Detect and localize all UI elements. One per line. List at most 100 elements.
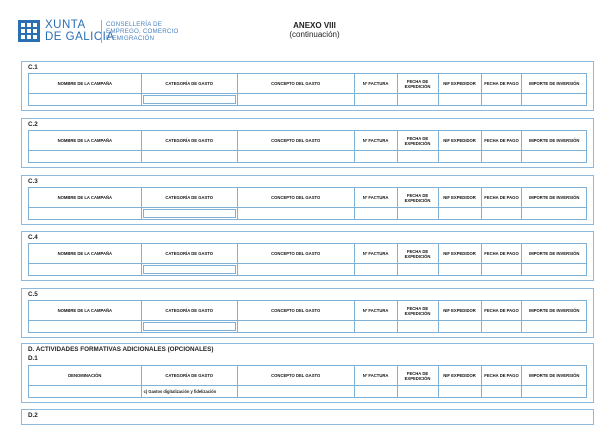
expense-table: NOMBRE DE LA CAMPAÑA CATEGORÍA DE GASTO … — [28, 300, 587, 333]
invoice-number-field[interactable] — [353, 320, 398, 333]
col-issuer-nif: NIF EXPEDIDOR — [437, 365, 482, 386]
section-d1-label: D.1 — [28, 355, 38, 362]
table-row — [28, 93, 587, 106]
expense-table: NOMBRE DE LA CAMPAÑA CATEGORÍA DE GASTO … — [28, 187, 587, 220]
col-campaign-name: NOMBRE DE LA CAMPAÑA — [28, 243, 142, 264]
expense-concept-field[interactable] — [236, 263, 355, 276]
payment-date-field[interactable] — [480, 150, 523, 163]
table-row — [28, 263, 587, 276]
expense-concept-field[interactable] — [236, 207, 355, 220]
table-header-row: NOMBRE DE LA CAMPAÑA CATEGORÍA DE GASTO … — [28, 187, 587, 208]
invoice-number-field[interactable] — [353, 385, 398, 398]
table-header-row: NOMBRE DE LA CAMPAÑA CATEGORÍA DE GASTO … — [28, 73, 587, 94]
issue-date-field[interactable] — [396, 93, 439, 106]
campaign-name-field[interactable] — [28, 263, 142, 276]
col-payment-date: FECHA DE PAGO — [480, 187, 523, 208]
col-investment-amount: IMPORTE DE INVERSIÓN — [521, 243, 587, 264]
issue-date-field[interactable] — [396, 385, 439, 398]
col-issuer-nif: NIF EXPEDIDOR — [437, 130, 482, 151]
expense-category-field[interactable] — [140, 263, 238, 276]
col-payment-date: FECHA DE PAGO — [480, 73, 523, 94]
col-issue-date: FECHA DE EXPEDICIÓN — [396, 365, 439, 386]
brand-line-1: XUNTA — [45, 19, 86, 31]
col-issue-date: FECHA DE EXPEDICIÓN — [396, 243, 439, 264]
section-d2-label: D.2 — [28, 412, 38, 419]
col-payment-date: FECHA DE PAGO — [480, 130, 523, 151]
expense-category-field[interactable] — [140, 207, 238, 220]
payment-date-field[interactable] — [480, 263, 523, 276]
invoice-number-field[interactable] — [353, 150, 398, 163]
issuer-nif-field[interactable] — [437, 207, 482, 220]
issue-date-field[interactable] — [396, 150, 439, 163]
payment-date-field[interactable] — [480, 385, 523, 398]
payment-date-field[interactable] — [480, 93, 523, 106]
expense-concept-field[interactable] — [236, 150, 355, 163]
col-issue-date: FECHA DE EXPEDICIÓN — [396, 300, 439, 321]
col-investment-amount: IMPORTE DE INVERSIÓN — [521, 365, 587, 386]
col-investment-amount: IMPORTE DE INVERSIÓN — [521, 73, 587, 94]
expense-concept-field[interactable] — [236, 93, 355, 106]
table-row — [28, 150, 587, 163]
issuer-nif-field[interactable] — [437, 150, 482, 163]
table-header-row: NOMBRE DE LA CAMPAÑA CATEGORÍA DE GASTO … — [28, 300, 587, 321]
col-issuer-nif: NIF EXPEDIDOR — [437, 187, 482, 208]
invoice-number-field[interactable] — [353, 207, 398, 220]
investment-amount-field[interactable] — [521, 93, 587, 106]
payment-date-field[interactable] — [480, 207, 523, 220]
payment-date-field[interactable] — [480, 320, 523, 333]
investment-amount-field[interactable] — [521, 150, 587, 163]
training-activities-table: DENOMINACIÓN CATEGORÍA DE GASTO CONCEPTO… — [28, 365, 587, 398]
col-expense-category: CATEGORÍA DE GASTO — [140, 300, 238, 321]
col-issue-date: FECHA DE EXPEDICIÓN — [396, 187, 439, 208]
campaign-name-field[interactable] — [28, 93, 142, 106]
section-c5: C.5 NOMBRE DE LA CAMPAÑA CATEGORÍA DE GA… — [21, 288, 594, 338]
campaign-name-field[interactable] — [28, 150, 142, 163]
issue-date-field[interactable] — [396, 207, 439, 220]
table-row — [28, 320, 587, 333]
issuer-nif-field[interactable] — [437, 93, 482, 106]
col-expense-concept: CONCEPTO DEL GASTO — [236, 243, 355, 264]
brand-line-2: DE GALICIA — [45, 31, 115, 43]
investment-amount-field[interactable] — [521, 207, 587, 220]
col-expense-category: CATEGORÍA DE GASTO — [140, 187, 238, 208]
invoice-number-field[interactable] — [353, 263, 398, 276]
invoice-number-field[interactable] — [353, 93, 398, 106]
document-header: XUNTA DE GALICIA CONSELLERÍA DE EMPREGO,… — [0, 0, 615, 55]
investment-amount-field[interactable] — [521, 385, 587, 398]
issuer-nif-field[interactable] — [437, 263, 482, 276]
section-label: C.1 — [28, 64, 38, 71]
expense-category-field[interactable] — [140, 93, 238, 106]
col-invoice-number: Nº FACTURA — [353, 365, 398, 386]
col-campaign-name: NOMBRE DE LA CAMPAÑA — [28, 300, 142, 321]
campaign-name-field[interactable] — [28, 320, 142, 333]
issue-date-field[interactable] — [396, 320, 439, 333]
issuer-nif-field[interactable] — [437, 320, 482, 333]
col-invoice-number: Nº FACTURA — [353, 130, 398, 151]
expense-concept-field[interactable] — [236, 320, 355, 333]
col-denomination: DENOMINACIÓN — [28, 365, 142, 386]
col-payment-date: FECHA DE PAGO — [480, 365, 523, 386]
expense-category-field[interactable] — [140, 320, 238, 333]
expense-table: NOMBRE DE LA CAMPAÑA CATEGORÍA DE GASTO … — [28, 130, 587, 163]
investment-amount-field[interactable] — [521, 320, 587, 333]
expense-category-field[interactable]: c) Gastos digitalización y fidelización — [140, 385, 238, 398]
col-payment-date: FECHA DE PAGO — [480, 300, 523, 321]
section-c3: C.3 NOMBRE DE LA CAMPAÑA CATEGORÍA DE GA… — [21, 175, 594, 225]
dept-line-2: EMPREGO, COMERCIO — [106, 28, 179, 36]
denomination-field[interactable] — [28, 385, 142, 398]
section-d: D. ACTIVIDADES FORMATIVAS ADICIONALES (O… — [21, 343, 594, 403]
campaign-name-field[interactable] — [28, 207, 142, 220]
investment-amount-field[interactable] — [521, 263, 587, 276]
col-issuer-nif: NIF EXPEDIDOR — [437, 243, 482, 264]
col-expense-concept: CONCEPTO DEL GASTO — [236, 300, 355, 321]
expense-table: NOMBRE DE LA CAMPAÑA CATEGORÍA DE GASTO … — [28, 73, 587, 106]
section-c1: C.1 NOMBRE DE LA CAMPAÑA CATEGORÍA DE GA… — [21, 61, 594, 111]
expense-category-field[interactable] — [140, 150, 238, 163]
col-expense-category: CATEGORÍA DE GASTO — [140, 73, 238, 94]
dept-line-3: E EMIGRACIÓN — [106, 35, 155, 43]
expense-concept-field[interactable] — [236, 385, 355, 398]
col-expense-category: CATEGORÍA DE GASTO — [140, 130, 238, 151]
issuer-nif-field[interactable] — [437, 385, 482, 398]
col-investment-amount: IMPORTE DE INVERSIÓN — [521, 300, 587, 321]
issue-date-field[interactable] — [396, 263, 439, 276]
